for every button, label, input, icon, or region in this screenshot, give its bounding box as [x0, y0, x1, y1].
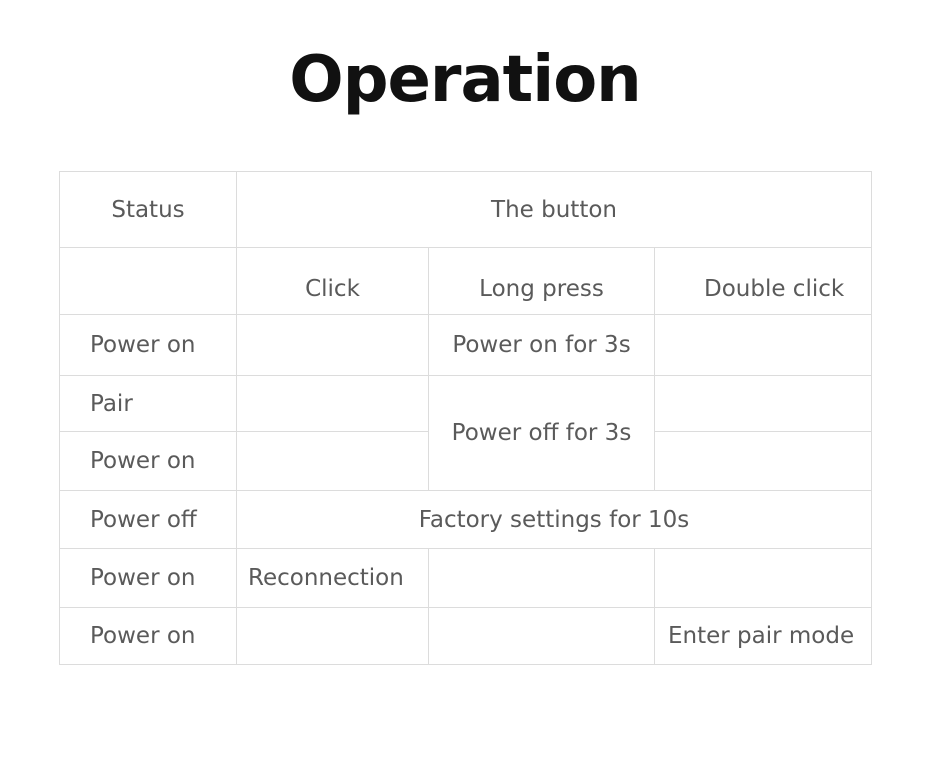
click-cell: Reconnection	[236, 548, 429, 608]
column-label-row: Click Long press Double click	[59, 247, 873, 315]
table-row: Power off Factory settings for 10s	[59, 490, 873, 549]
click-cell	[236, 607, 429, 665]
status-cell: Pair	[59, 375, 237, 432]
table-row: Power on Reconnection	[59, 548, 873, 608]
table-row: Pair Power off for 3s	[59, 375, 873, 491]
table-header-row: Status The button	[59, 171, 873, 248]
double-click-cell	[653, 375, 873, 432]
status-cell: Power on	[59, 314, 237, 376]
table-row: Power on Enter pair mode	[59, 607, 873, 665]
click-cell	[236, 314, 429, 376]
operation-table: Status The button Click Long press Doubl…	[59, 171, 873, 665]
double-click-cell	[653, 548, 873, 608]
click-column-label: Click	[236, 247, 429, 315]
button-header: The button	[235, 171, 873, 248]
empty-cell	[59, 247, 237, 315]
status-cell: Power on	[59, 607, 237, 665]
double-click-column-label: Double click	[653, 247, 873, 315]
double-click-cell	[653, 431, 873, 491]
long-press-cell	[428, 548, 655, 608]
page-title: Operation	[289, 43, 641, 117]
long-press-cell: Power on for 3s	[428, 314, 655, 376]
click-cell	[236, 431, 429, 491]
status-cell: Power on	[59, 548, 237, 608]
long-press-column-label: Long press	[428, 247, 655, 315]
double-click-cell	[653, 314, 873, 376]
long-press-cell	[428, 607, 655, 665]
status-cell: Power on	[59, 431, 237, 491]
click-cell	[236, 375, 429, 432]
long-press-merged-cell: Power off for 3s	[428, 375, 655, 491]
status-header: Status	[59, 171, 237, 248]
factory-settings-cell: Factory settings for 10s	[235, 490, 873, 549]
double-click-cell: Enter pair mode	[653, 607, 873, 665]
status-cell: Power off	[59, 490, 237, 549]
table-row: Power on Power on for 3s	[59, 314, 873, 376]
